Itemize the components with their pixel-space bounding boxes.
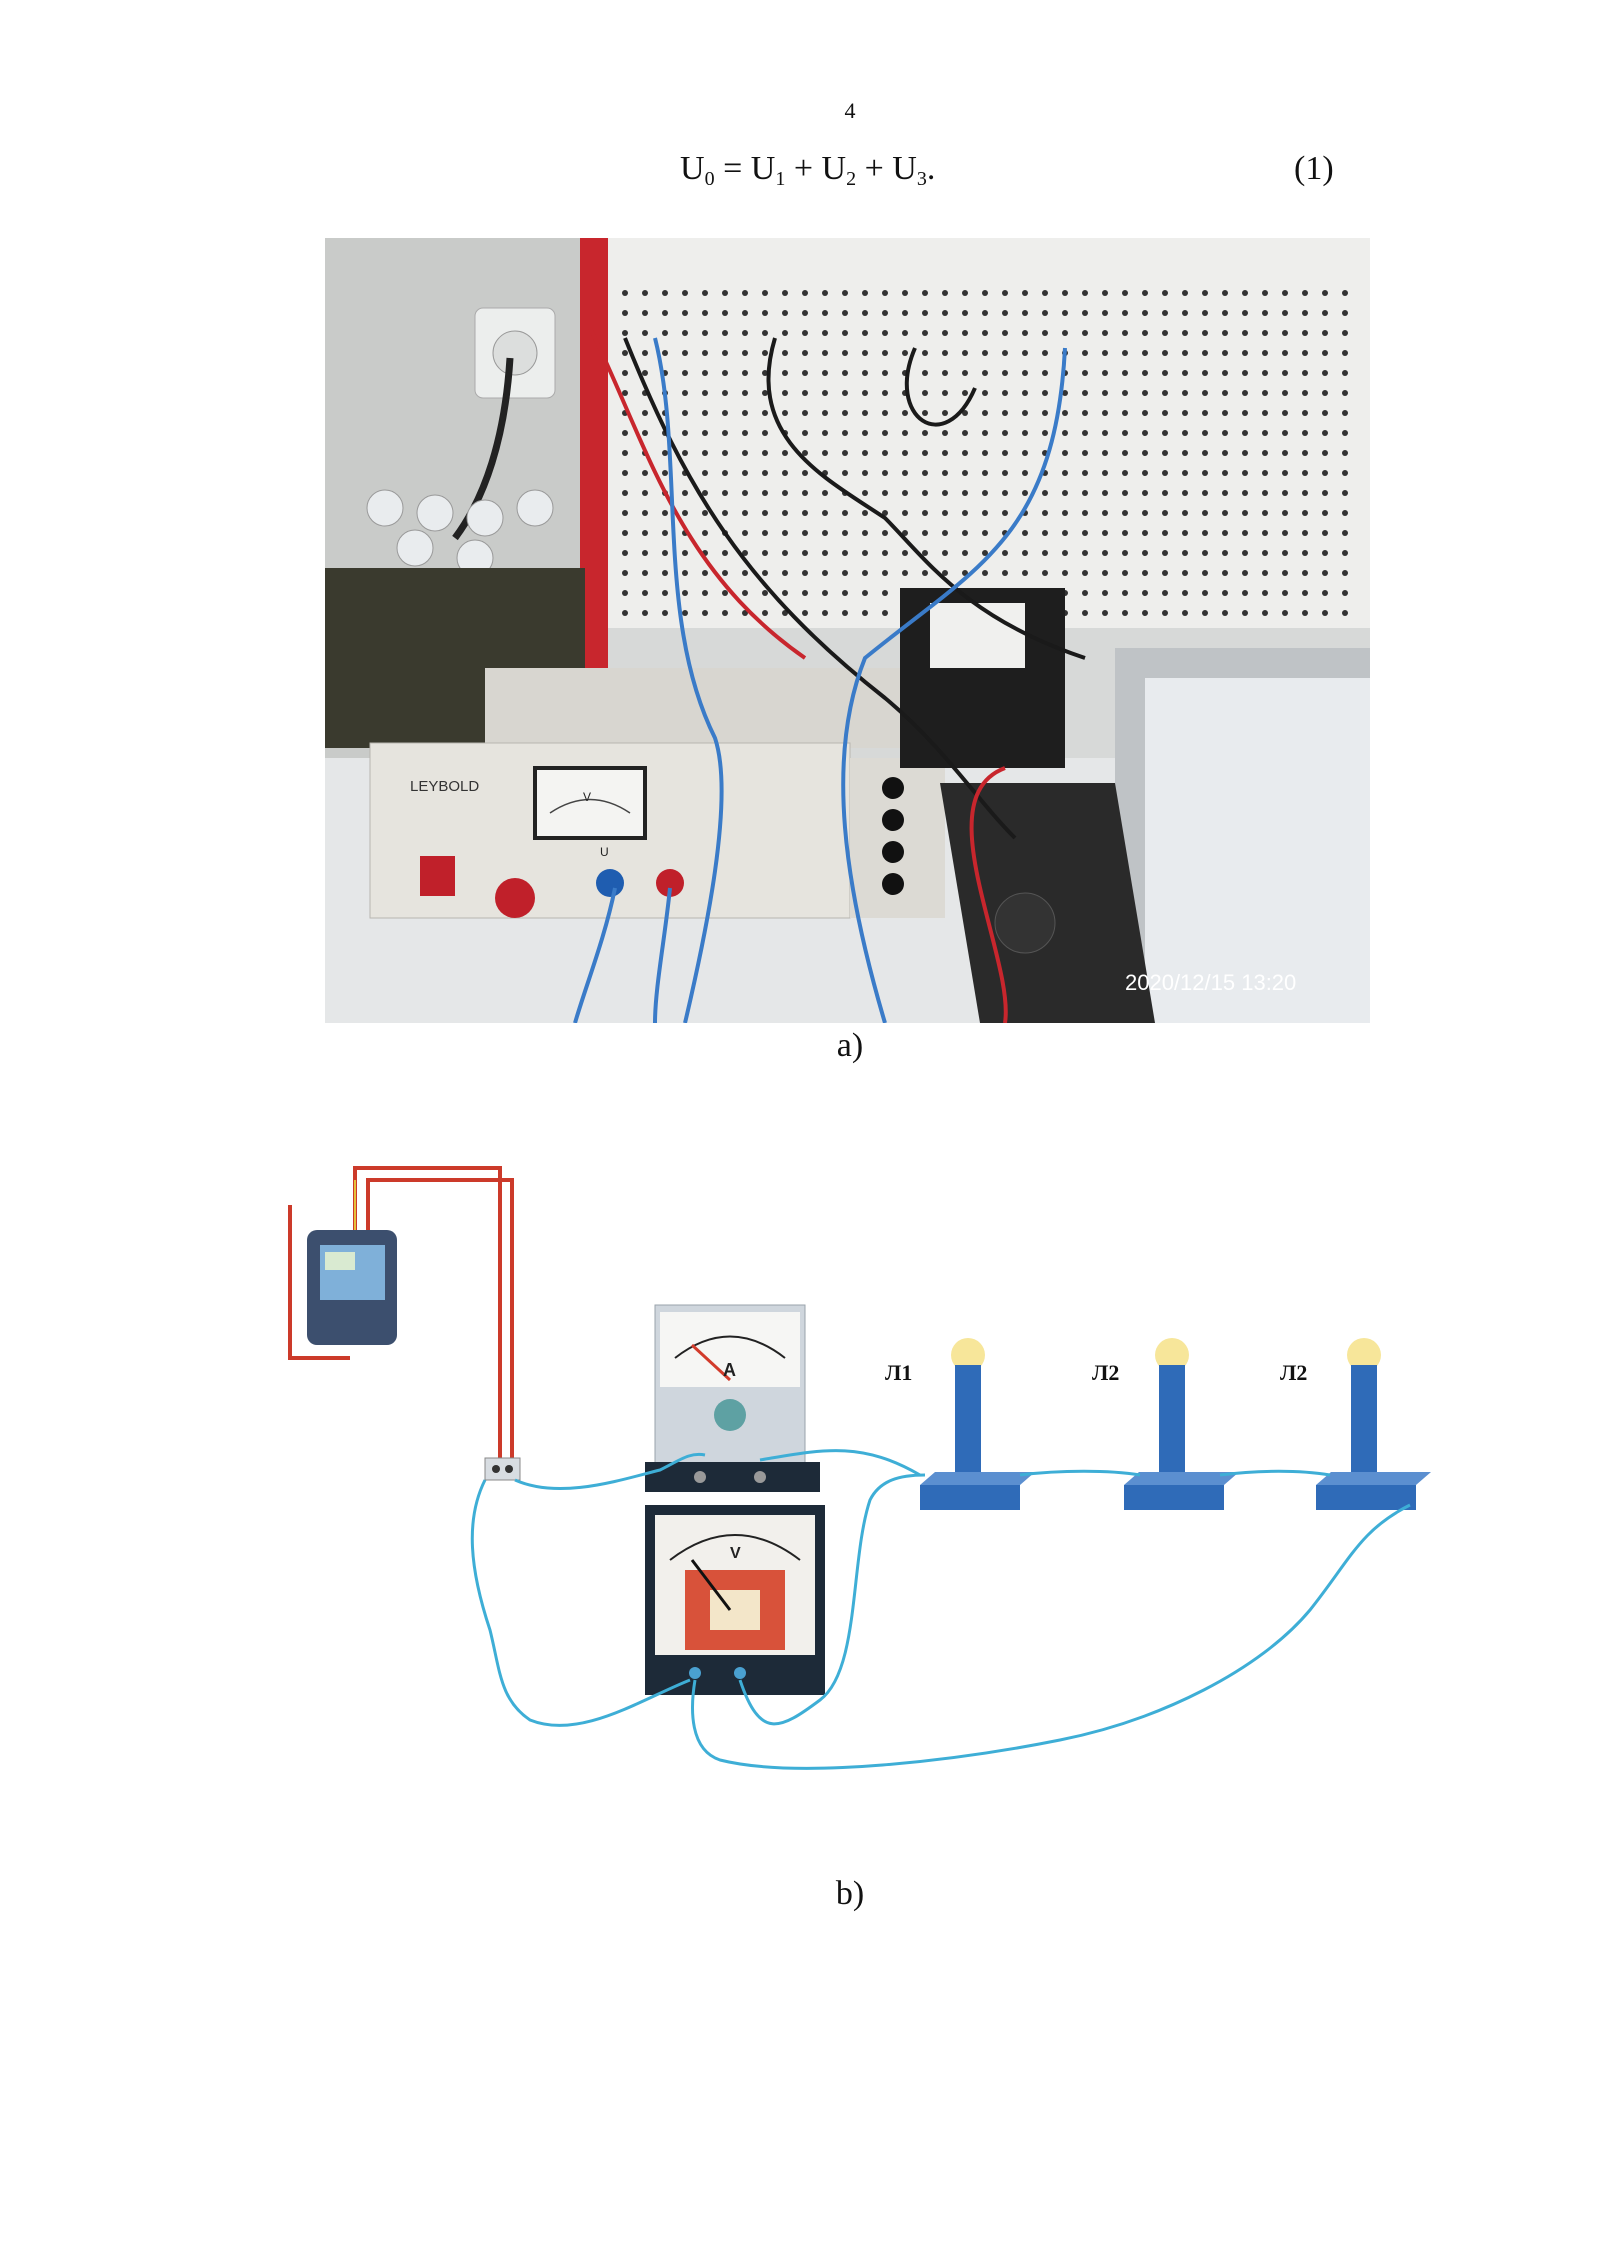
knob-label: U [600,845,609,859]
voltmeter-symbol: V [730,1545,741,1562]
voltmeter: V [645,1505,825,1695]
lamp-2: Л2 [1092,1338,1239,1510]
meter-unit: V [583,790,591,804]
lamp-3: Л2 [1280,1338,1431,1510]
lamp-3-label: Л2 [1280,1360,1307,1385]
circuit-diagram: A V Л1 Л2 [260,1140,1440,1800]
ammeter-symbol: A [723,1360,736,1380]
energy-meter [288,1166,514,1470]
equation-number: (1) [1294,150,1334,187]
caption-a: a) [836,1027,864,1064]
lamp-2-label: Л2 [1092,1360,1119,1385]
ammeter: A [645,1304,820,1492]
brand-label: LEYBOLD [410,778,479,795]
lab-setup-photo: LEYBOLD V U 2020/12/15 13:20 [325,238,1370,1023]
lamp-1-label: Л1 [885,1360,912,1385]
page-number: 4 [844,98,856,123]
photo-timestamp: 2020/12/15 13:20 [1125,970,1296,995]
caption-b: b) [835,1875,865,1912]
lamp-1: Л1 [885,1338,1035,1510]
equation: U0 = U1 + U2 + U3. [680,150,936,190]
